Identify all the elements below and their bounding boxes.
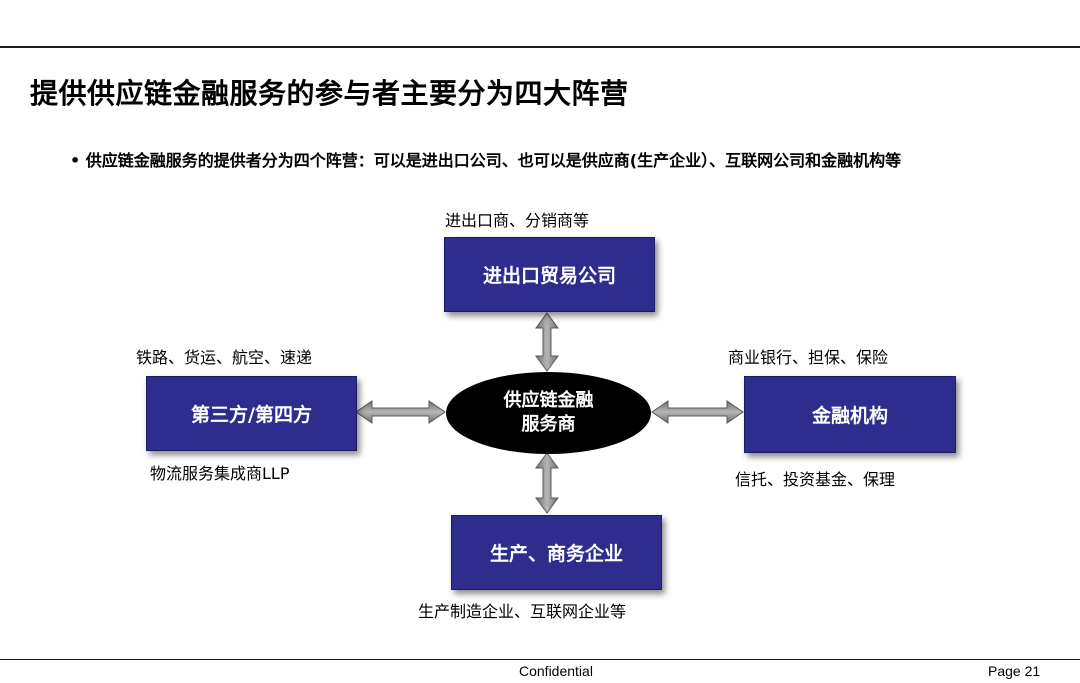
arrow-left: [355, 400, 446, 424]
box-import-export-trade: 进出口贸易公司: [444, 237, 655, 312]
center-ellipse-scf-provider: 供应链金融 服务商: [446, 372, 651, 454]
bottom-rule: [0, 659, 1080, 660]
right-caption-above: 商业银行、担保、保险: [728, 348, 889, 367]
box-third-fourth-party: 第三方/第四方: [146, 376, 357, 451]
center-label-line1: 供应链金融: [503, 390, 594, 411]
box-production-business: 生产、商务企业: [451, 515, 662, 590]
box-financial-institutions: 金融机构: [744, 376, 956, 453]
right-caption-below: 信托、投资基金、保理: [735, 470, 896, 489]
bottom-caption: 生产制造企业、互联网企业等: [418, 602, 627, 621]
left-caption-below: 物流服务集成商LLP: [150, 464, 290, 483]
left-caption-above: 铁路、货运、航空、速递: [136, 348, 313, 367]
top-caption: 进出口商、分销商等: [445, 211, 590, 230]
footer-confidential: Confidential: [519, 663, 593, 679]
bullet-point: • 供应链金融服务的提供者分为四个阵营：可以是进出口公司、也可以是供应商(生产企…: [70, 151, 902, 170]
arrow-top: [535, 312, 559, 372]
slide-title: 提供供应链金融服务的参与者主要分为四大阵营: [30, 77, 629, 110]
center-label-line2: 服务商: [521, 414, 576, 435]
top-rule: [0, 46, 1080, 48]
arrow-right: [651, 400, 744, 424]
arrow-bottom: [535, 452, 559, 514]
footer-page-number: Page 21: [988, 663, 1041, 679]
